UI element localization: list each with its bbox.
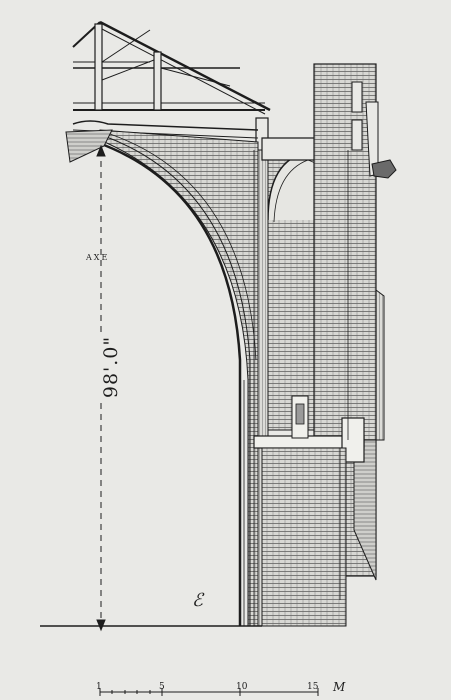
axis-label: AXE xyxy=(86,253,110,262)
colonettes xyxy=(243,150,349,626)
vault-rib xyxy=(95,133,257,626)
monogram-mark: ℰ xyxy=(192,590,203,611)
scale-tick-label: 1 xyxy=(96,682,102,692)
nave-vault xyxy=(99,129,259,627)
height-dimension xyxy=(96,144,106,632)
buttress-lower xyxy=(353,439,377,581)
scale-tick-label: 10 xyxy=(236,682,248,692)
scale-tick-label: 15 xyxy=(307,682,319,692)
gargoyle xyxy=(371,159,397,179)
rib-springing xyxy=(65,129,113,163)
scale-unit-label: M xyxy=(333,680,346,694)
aisle-lower-wall xyxy=(261,447,347,627)
height-dimension-label: 98'.0" xyxy=(100,333,123,401)
scale-bar xyxy=(99,688,319,696)
triforium-ledge xyxy=(253,395,365,463)
scale-tick-label: 5 xyxy=(159,682,165,692)
